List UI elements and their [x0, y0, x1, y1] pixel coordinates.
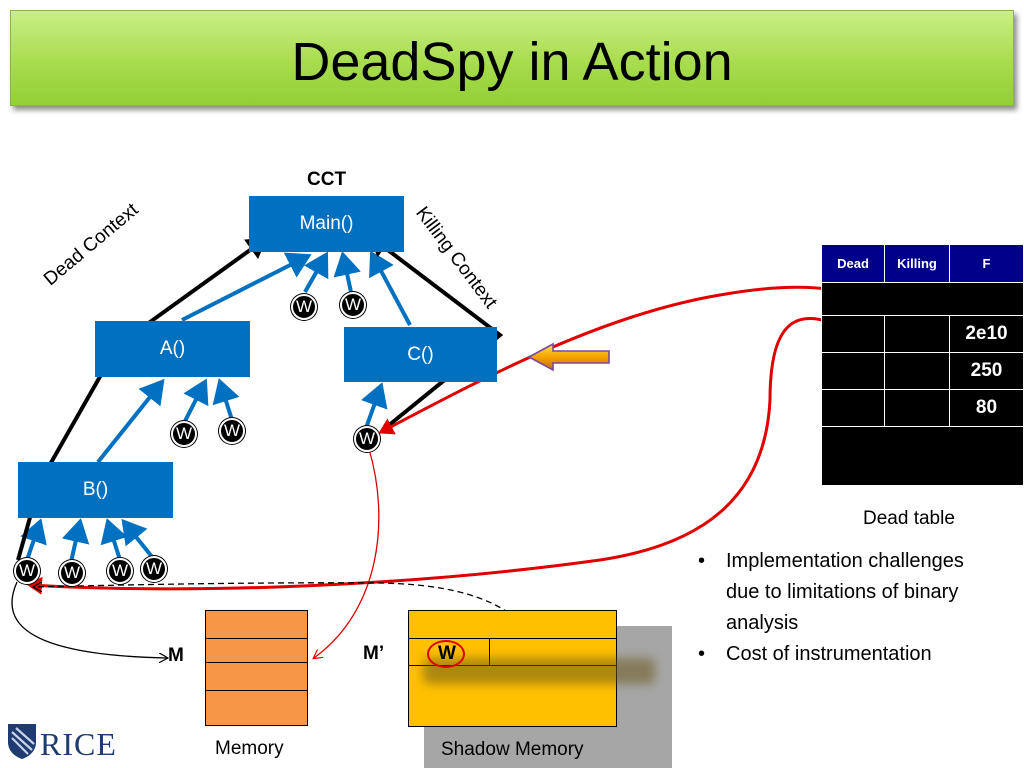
write-marker-a-1: W: [171, 421, 197, 447]
edge-w1-main: [303, 251, 329, 293]
thin-red-write-to-memory: [314, 448, 380, 658]
write-marker-b-3: W: [107, 558, 133, 584]
node-a: A(): [95, 321, 250, 377]
red-arrow-to-b-write: [27, 317, 849, 595]
write-marker-a-2: W: [219, 418, 245, 444]
edge-w2-main: [333, 251, 361, 293]
shadow-memory-block: [408, 610, 655, 727]
node-main: Main(): [249, 196, 404, 252]
bullet-list: • Implementation challenges due to limit…: [698, 546, 998, 670]
dead-table-header-dead: Dead: [821, 244, 885, 283]
thin-black-write-to-m: [11, 581, 167, 658]
shadow-memory-label: Shadow Memory: [441, 739, 584, 760]
bullet-icon: •: [698, 550, 706, 572]
edge-a-main: [181, 252, 312, 322]
dead-table: Dead Killing F 2e10 250 80: [821, 244, 1024, 486]
write-marker-c: W: [354, 426, 380, 452]
killing-context-path: [368, 235, 504, 432]
edge-c-main: [369, 250, 412, 326]
memory-pointer-m: M: [168, 645, 184, 666]
edge-w4-a: [212, 378, 240, 421]
write-marker-b-4: W: [141, 556, 167, 582]
dead-table-row-empty: [821, 426, 1024, 486]
write-marker-main-1: W: [291, 294, 317, 320]
dead-context-path: [16, 237, 268, 561]
dead-table-header-f: F: [949, 244, 1024, 283]
write-marker-b-2: W: [59, 560, 85, 586]
cct-label: CCT: [307, 169, 347, 190]
dead-table-caption: Dead table: [863, 508, 955, 529]
edge-w6-b: [20, 518, 47, 561]
shadow-cell-w: W: [438, 643, 456, 664]
edge-w9-b: [121, 518, 155, 560]
dead-table-header: Dead Killing F: [821, 244, 1024, 283]
memory-block: [205, 610, 308, 726]
rice-logo-text: RICE: [40, 726, 117, 762]
dead-table-row-blank: [821, 282, 1024, 316]
shadow-pointer-m-prime: M’: [363, 643, 385, 664]
dead-table-frequency: 80: [949, 389, 1024, 427]
slide-title: DeadSpy in Action: [291, 32, 733, 92]
rice-shield-icon: [8, 724, 36, 759]
write-marker-b-1: W: [14, 558, 40, 584]
dead-table-row: 80: [821, 389, 1024, 427]
shadow-blur: [423, 658, 655, 684]
bullet-icon: •: [698, 643, 706, 665]
memory-label: Memory: [215, 738, 284, 759]
write-marker-main-2: W: [340, 292, 366, 318]
title-bar: DeadSpy in Action: [10, 10, 1014, 106]
dashed-shadow-to-write: [34, 583, 551, 657]
dead-table-frequency: 250: [949, 352, 1024, 390]
bullet-item: • Implementation challenges due to limit…: [698, 546, 998, 639]
dead-table-header-killing: Killing: [884, 244, 950, 283]
node-c: C(): [344, 327, 497, 382]
shadow-cell-highlight: [427, 640, 465, 668]
bullet-item: • Cost of instrumentation: [698, 639, 998, 670]
dead-table-frequency: 2e10: [949, 315, 1024, 353]
dead-table-row: 2e10: [821, 315, 1024, 353]
edge-w8-b: [100, 518, 128, 561]
node-b: B(): [18, 462, 173, 518]
edge-w3-a: [182, 378, 209, 424]
edge-w5-c: [361, 382, 388, 429]
edge-w7-b: [61, 518, 90, 563]
edge-b-a: [96, 378, 165, 464]
yellow-pointer-arrow: [527, 342, 610, 372]
dead-table-row: 250: [821, 352, 1024, 390]
